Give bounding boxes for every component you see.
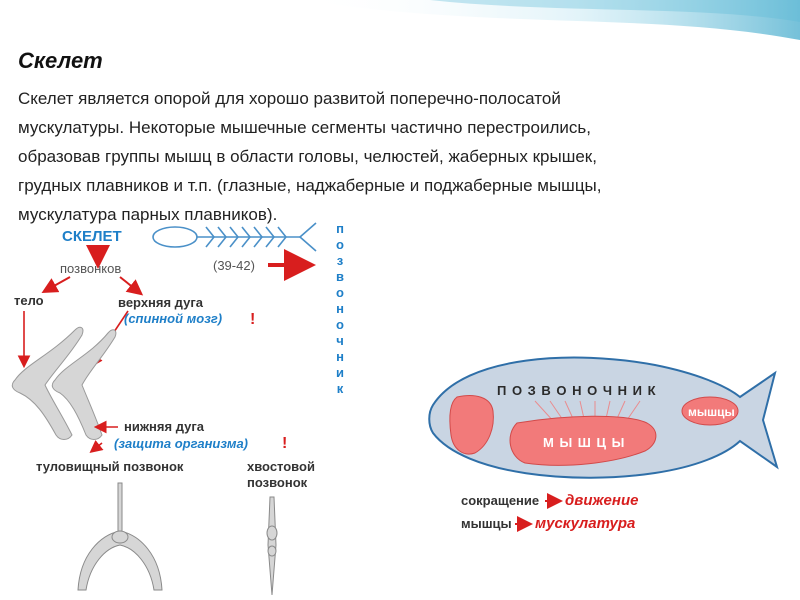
vertebrae-illustration [11,326,117,440]
skeleton-diagram: СКЕЛЕТ позвонков (39-42) п о з в о н о ч… [11,221,344,596]
movement-label: движение [565,492,638,509]
tail-vertebra-illustration [266,496,278,596]
page-title: Скелет [18,48,103,73]
organ-protection-label: (защита организма) [114,436,248,451]
spine-letter: и [336,365,344,380]
spine-letter: н [336,349,344,364]
muscles-word-label: мышцы [461,516,512,531]
spine-letter: в [336,269,344,284]
tail-muscle [681,396,739,426]
tail-vertebra-label-2: позвонок [247,475,308,490]
exclamation-mark-2: ! [282,435,287,452]
paragraph-line: образовав группы мышц в области головы, … [18,147,597,166]
head-muscle [449,395,494,455]
paragraph-line: Скелет является опорой для хорошо развит… [18,89,561,108]
spine-letter: ч [336,333,344,348]
trunk-vertebra-label: туловищный позвонок [36,459,184,474]
muscles-small-label: мышцы [688,405,735,419]
spine-letter: о [336,317,344,332]
spine-letter: к [337,381,344,396]
spine-letter: н [336,301,344,316]
spine-label: П О З В О Н О Ч Н И К [497,383,657,398]
paragraph-line: грудных плавников и т.п. (глазные, наджа… [18,176,602,195]
fish-skeleton-icon [152,222,317,252]
upper-arch-label: верхняя дуга [118,295,204,310]
exclamation-mark: ! [250,311,255,328]
muscles-large-label: М Ы Ш Ц Ы [543,435,625,450]
tail-vertebra-label-1: хвостовой [247,459,315,474]
musculature-label: мускулатура [535,515,635,532]
trunk-vertebra-illustration [77,482,163,591]
spine-vertical-label: п о з в о н о ч н и к [336,221,344,396]
header-decoration [300,0,800,40]
vertebrae-label: позвонков [60,261,121,276]
spine-letter: о [336,237,344,252]
body-label: тело [14,293,44,308]
spine-letter: о [336,285,344,300]
contraction-label: сокращение [461,493,539,508]
fish-muscle-diagram: П О З В О Н О Ч Н И К М Ы Ш Ц Ы мышцы со… [428,356,779,532]
spine-letter: п [336,221,344,236]
spine-letter: з [337,253,344,268]
spinal-cord-label: (спинной мозг) [124,311,222,326]
vertebra-count: (39-42) [213,258,255,273]
large-muscle [509,415,657,466]
body-paragraph: Скелет является опорой для хорошо развит… [18,84,738,229]
skeleton-heading: СКЕЛЕТ [62,228,122,245]
paragraph-line: мускулатуры. Некоторые мышечные сегменты… [18,118,591,137]
paragraph-line: мускулатура парных плавников). [18,205,278,224]
lower-arch-label: нижняя дуга [124,419,205,434]
